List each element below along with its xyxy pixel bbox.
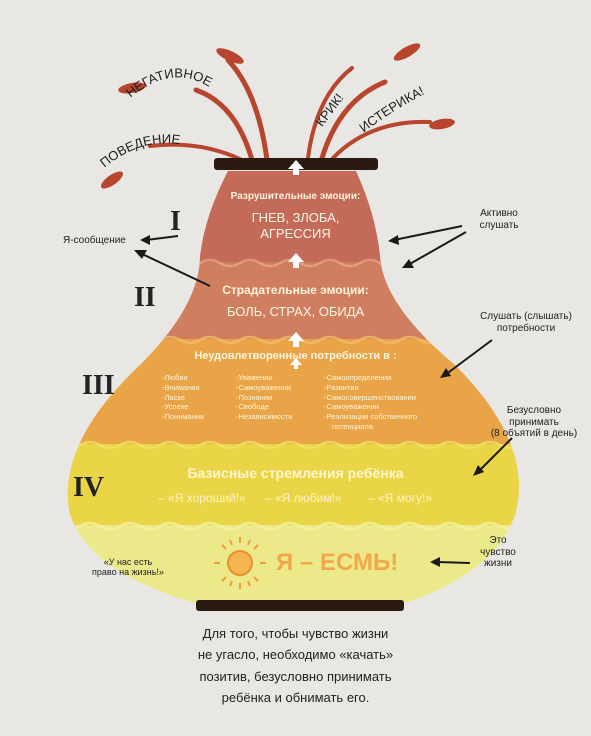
note-line: Активно — [480, 208, 518, 219]
level-1-body-line1: ГНЕВ, ЗЛОБА, — [251, 210, 340, 225]
note-line: «У нас есть — [103, 557, 153, 567]
arrow-to-i-message-2 — [139, 252, 211, 287]
need-item: -Самоуважении — [324, 402, 379, 412]
needs-column-1: -Любви -Внимании -Ласке -Успехе -Пониман… — [162, 373, 204, 422]
up-arrow-top — [288, 160, 304, 175]
bottom-caption: Для того, чтобы чувство жизни не угасло,… — [0, 623, 591, 709]
note-i-message: Я-сообщение — [63, 235, 126, 246]
level-3-title: Неудовлетворенные потребности в : — [194, 350, 397, 362]
level-2-roman: II — [134, 282, 156, 313]
level-2-title: Страдательные эмоции: — [222, 283, 369, 297]
note-line: слушать — [479, 219, 519, 231]
need-item: потенциала — [332, 421, 373, 431]
arrow-to-i-message-1 — [145, 235, 179, 241]
need-item: -Самоопределении — [324, 373, 392, 382]
arrow-heads — [134, 235, 484, 567]
note-line: Слушать (слышать) — [480, 311, 572, 322]
arrow-life — [436, 561, 471, 564]
up-arrow-2 — [288, 253, 304, 268]
caption-line: Для того, чтобы чувство жизни — [202, 626, 389, 641]
note-listen-needs: Слушать (слышать) потребности — [478, 311, 574, 334]
up-arrow-4 — [290, 358, 302, 369]
splash-behavior-text: ПОВЕДЕНИЕ — [97, 131, 181, 170]
note-line: жизни — [484, 558, 512, 569]
note-accept: Безусловно принимать (8 объятий в день) — [486, 405, 582, 440]
note-line: (8 объятий в день) — [490, 428, 578, 439]
need-item: -Самоуважении — [236, 382, 291, 392]
up-arrow-3 — [288, 332, 304, 347]
need-item: -Внимании — [162, 382, 200, 392]
needs-column-2: -Уважении -Самоуважении -Познании -Свобо… — [236, 373, 292, 422]
arrow-accept — [477, 437, 513, 473]
level-1-roman: I — [170, 206, 181, 237]
note-line: принимать — [509, 416, 559, 428]
need-item: -Реализации собственного — [324, 412, 418, 421]
need-item: -Свободе — [236, 402, 269, 412]
striving-loved: – «Я любим!» — [265, 491, 342, 505]
need-item: -Независимости — [236, 412, 293, 421]
level-4-roman: IV — [73, 472, 105, 503]
up-arrows — [288, 160, 304, 369]
note-line: Безусловно — [506, 405, 562, 416]
level-3-roman: III — [82, 370, 115, 401]
note-active-listening: Активно слушать — [474, 208, 524, 231]
splash-streams — [148, 57, 432, 163]
arrow-active-2 — [407, 231, 467, 266]
level-1-body-line2: АГРЕССИЯ — [260, 226, 331, 241]
note-line: потребности — [496, 322, 556, 334]
need-item: -Самосовершенствовании — [324, 392, 416, 402]
caption-line: позитив, безусловно принимать — [199, 668, 392, 684]
need-item: -Уважении — [236, 373, 273, 382]
band-basic — [67, 444, 519, 526]
arrows — [139, 225, 513, 564]
striving-can: – «Я могу!» — [368, 491, 432, 505]
note-line: право на жизнь!» — [92, 567, 164, 578]
note-life-feeling: Это чувство жизни — [474, 535, 522, 570]
base-i-am-text: Я – ЕСМЬ! — [276, 549, 399, 576]
need-item: -Ласке — [162, 392, 185, 402]
sun-icon — [214, 537, 266, 589]
caption-line: не угасло, необходимо «качать» — [197, 647, 394, 663]
caption-line: ребёнка и обнимать его. — [221, 690, 370, 706]
need-item: -Развитии — [324, 382, 359, 392]
arrow-listen — [444, 339, 493, 376]
note-line: Это — [489, 535, 507, 546]
need-item: -Познании — [236, 392, 273, 402]
vase-bottom-rim — [196, 600, 404, 611]
level-4-title: Базисные стремления ребёнка — [187, 465, 404, 481]
level-1-title: Разрушительные эмоции: — [230, 191, 361, 202]
striving-good: – «Я хороший!» — [158, 491, 246, 505]
need-item: -Любви — [162, 373, 188, 382]
arrow-active-1 — [393, 225, 463, 241]
splash-drops — [100, 43, 455, 189]
need-item: -Понимании — [162, 412, 205, 421]
needs-column-3: -Самоопределении -Развитии -Самосовершен… — [324, 373, 417, 432]
note-line: чувство — [480, 546, 516, 558]
note-right-to-life: «У нас есть право на жизнь!» — [80, 557, 176, 578]
level-2-body: БОЛЬ, СТРАХ, ОБИДА — [226, 304, 365, 319]
splash-negative-text: НЕГАТИВНОЕ — [123, 65, 215, 100]
need-item: -Успехе — [162, 402, 189, 412]
